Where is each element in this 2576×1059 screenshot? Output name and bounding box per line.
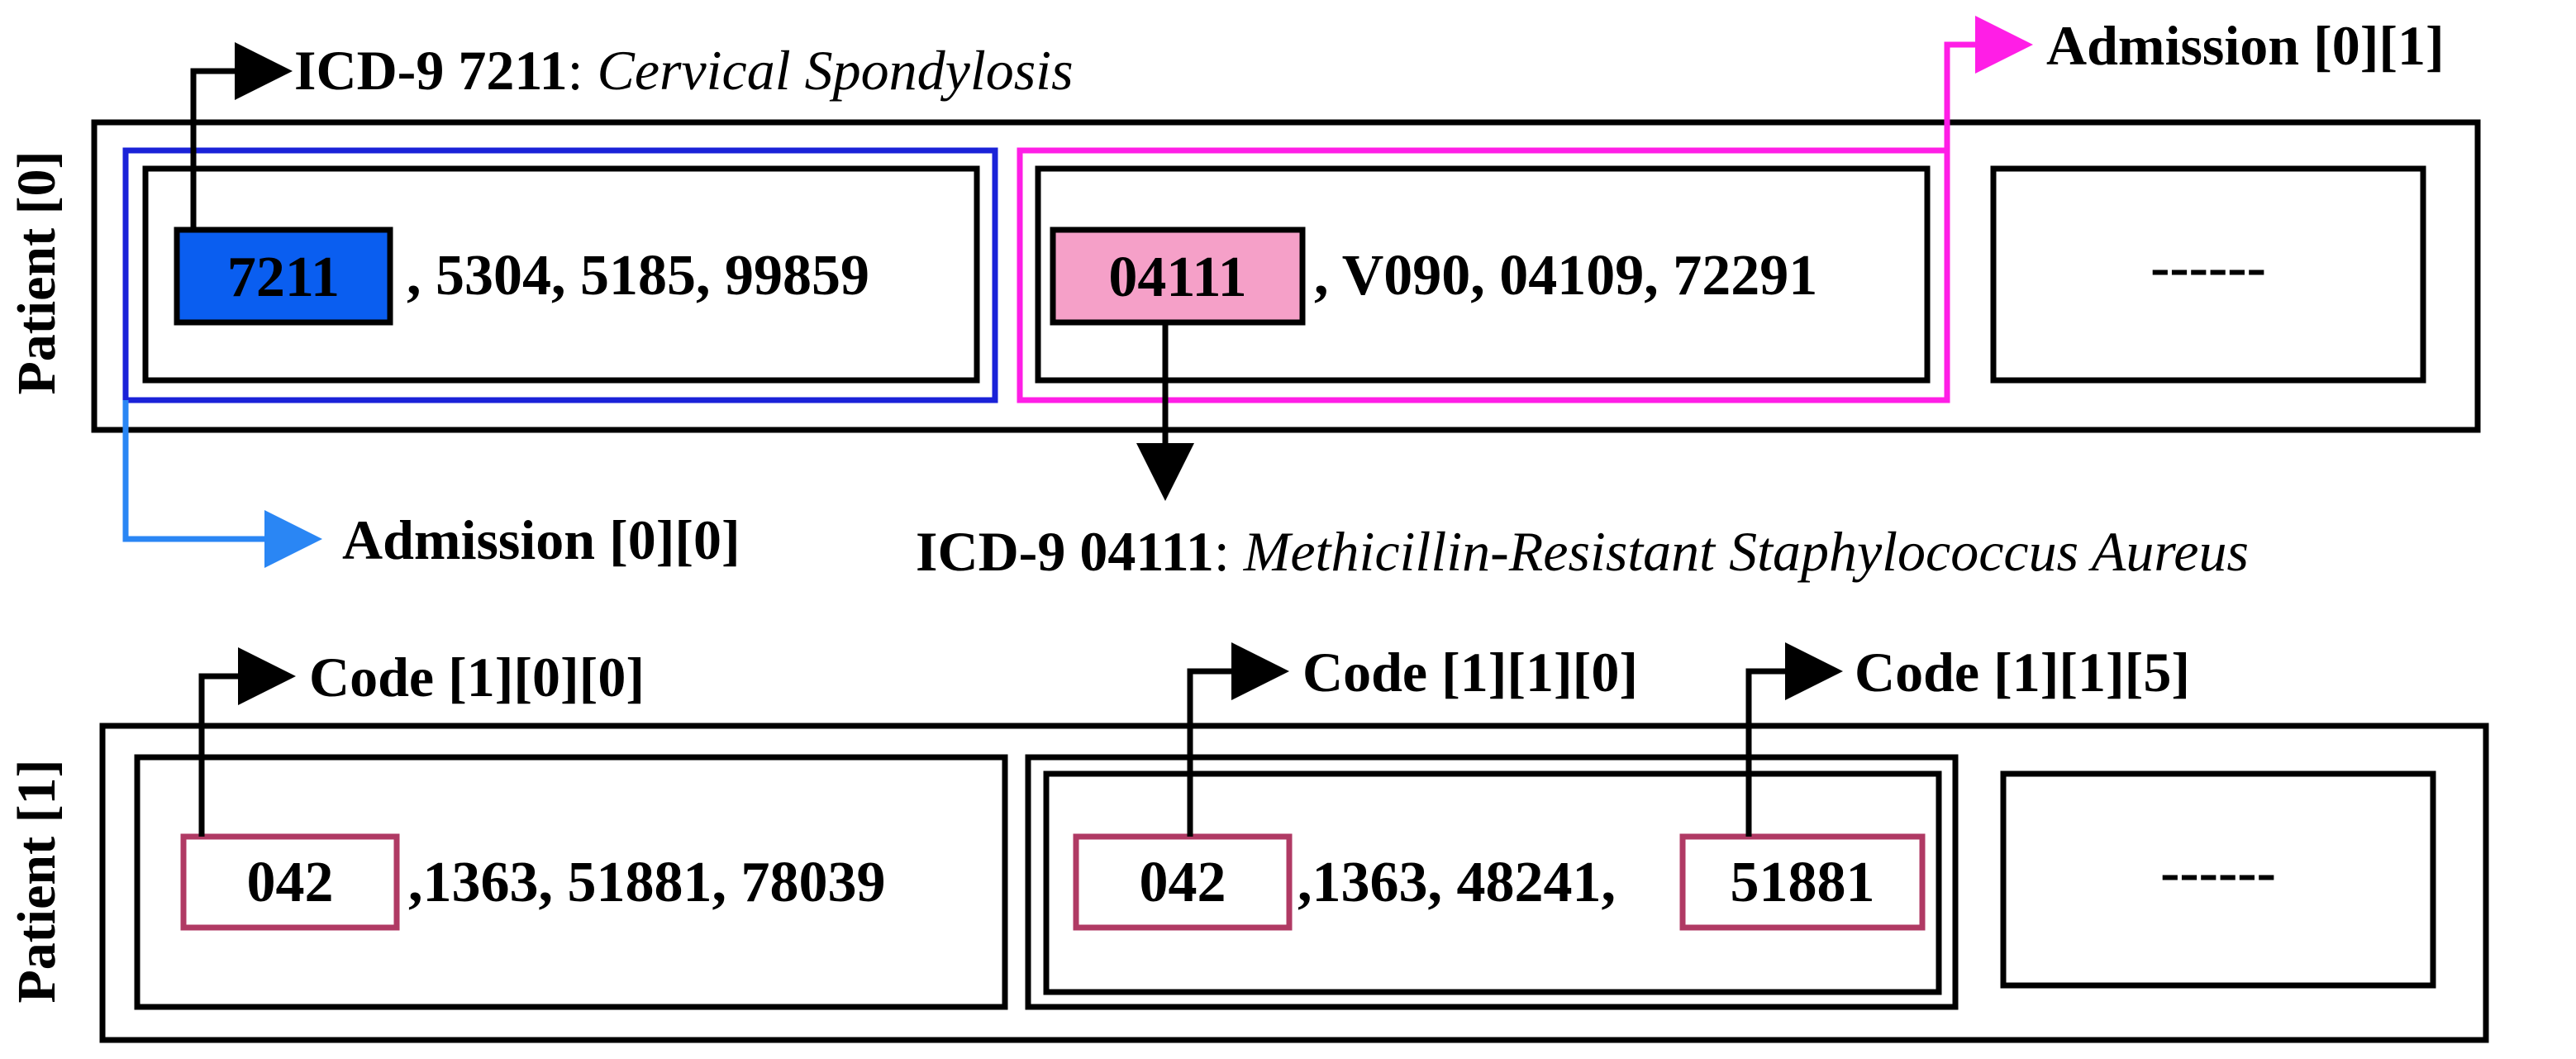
- code-1-0-0-label: Code [1][0][0]: [309, 646, 645, 708]
- admission-1-1-box: [1043, 770, 1942, 995]
- arrow-icd-7211: [190, 42, 293, 230]
- icd-7211-annotation: ICD-9 7211: Cervical Spondylosis: [294, 39, 1074, 102]
- admission-0-0-label: Admission [0][0]: [342, 508, 740, 571]
- code-04111: 04111: [1108, 246, 1246, 309]
- arrow-code-1-1-5: [1745, 642, 1843, 837]
- patient-0-label: Patient [0]: [7, 150, 67, 394]
- patient-0-container: [91, 119, 2481, 433]
- admission-0-1-box: [1035, 165, 1931, 384]
- arrow-code-1-1-0: [1187, 642, 1289, 837]
- code-1-0-0: 042: [247, 851, 334, 914]
- admission-0-1-codes: , V090, 04109, 72291: [1314, 244, 1817, 308]
- code-1-1-0: 042: [1140, 851, 1226, 914]
- admission-1-more-box: [2000, 770, 2436, 989]
- icd-04111-code-label: ICD-9 04111: [916, 520, 1214, 583]
- admission-1-1-outer-box: [1025, 754, 1959, 1010]
- code-1-1-5-label: Code [1][1][5]: [1855, 641, 2190, 704]
- admission-1-0-codes: ,1363, 51881, 78039: [408, 851, 886, 914]
- code-1-0-0-box: [180, 833, 400, 931]
- admission-0-1-label: Admission [0][1]: [2046, 14, 2445, 77]
- admission-1-more: ------: [2160, 841, 2276, 904]
- patient-1-label: Patient [1]: [7, 759, 67, 1003]
- icd-04111-description: Methicillin-Resistant Staphylococcus Aur…: [1243, 520, 2249, 583]
- patient-1-container: [99, 723, 2489, 1043]
- icd-7211-separator: :: [568, 39, 598, 102]
- code-04111-box: [1050, 227, 1306, 326]
- admission-0-more-box: [1990, 165, 2426, 384]
- code-7211-box: [174, 227, 393, 326]
- arrow-code-1-0-0: [198, 647, 296, 837]
- icd-7211-code-label: ICD-9 7211: [294, 39, 568, 102]
- icd-04111-annotation: ICD-9 04111: Methicillin-Resistant Staph…: [916, 520, 2249, 583]
- icd-04111-separator: :: [1214, 520, 1244, 583]
- admission-1-1-codes: ,1363, 48241,: [1298, 851, 1616, 914]
- admission-0-0-codes: , 5304, 5185, 99859: [407, 244, 869, 308]
- code-1-1-5-box: [1679, 833, 1926, 931]
- arrow-admission-0-0: [122, 400, 322, 568]
- code-1-1-0-box: [1073, 833, 1293, 931]
- code-1-1-0-label: Code [1][1][0]: [1302, 641, 1638, 704]
- arrow-admission-0-1: [1944, 16, 2033, 400]
- admission-1-0-box: [134, 754, 1008, 1010]
- admission-0-0-box: [142, 165, 980, 384]
- icd-7211-description: Cervical Spondylosis: [597, 39, 1073, 102]
- code-7211: 7211: [227, 246, 340, 309]
- admission-0-more: ------: [2150, 236, 2266, 299]
- code-1-1-5: 51881: [1731, 851, 1875, 914]
- admission-0-0-highlight: [122, 147, 998, 403]
